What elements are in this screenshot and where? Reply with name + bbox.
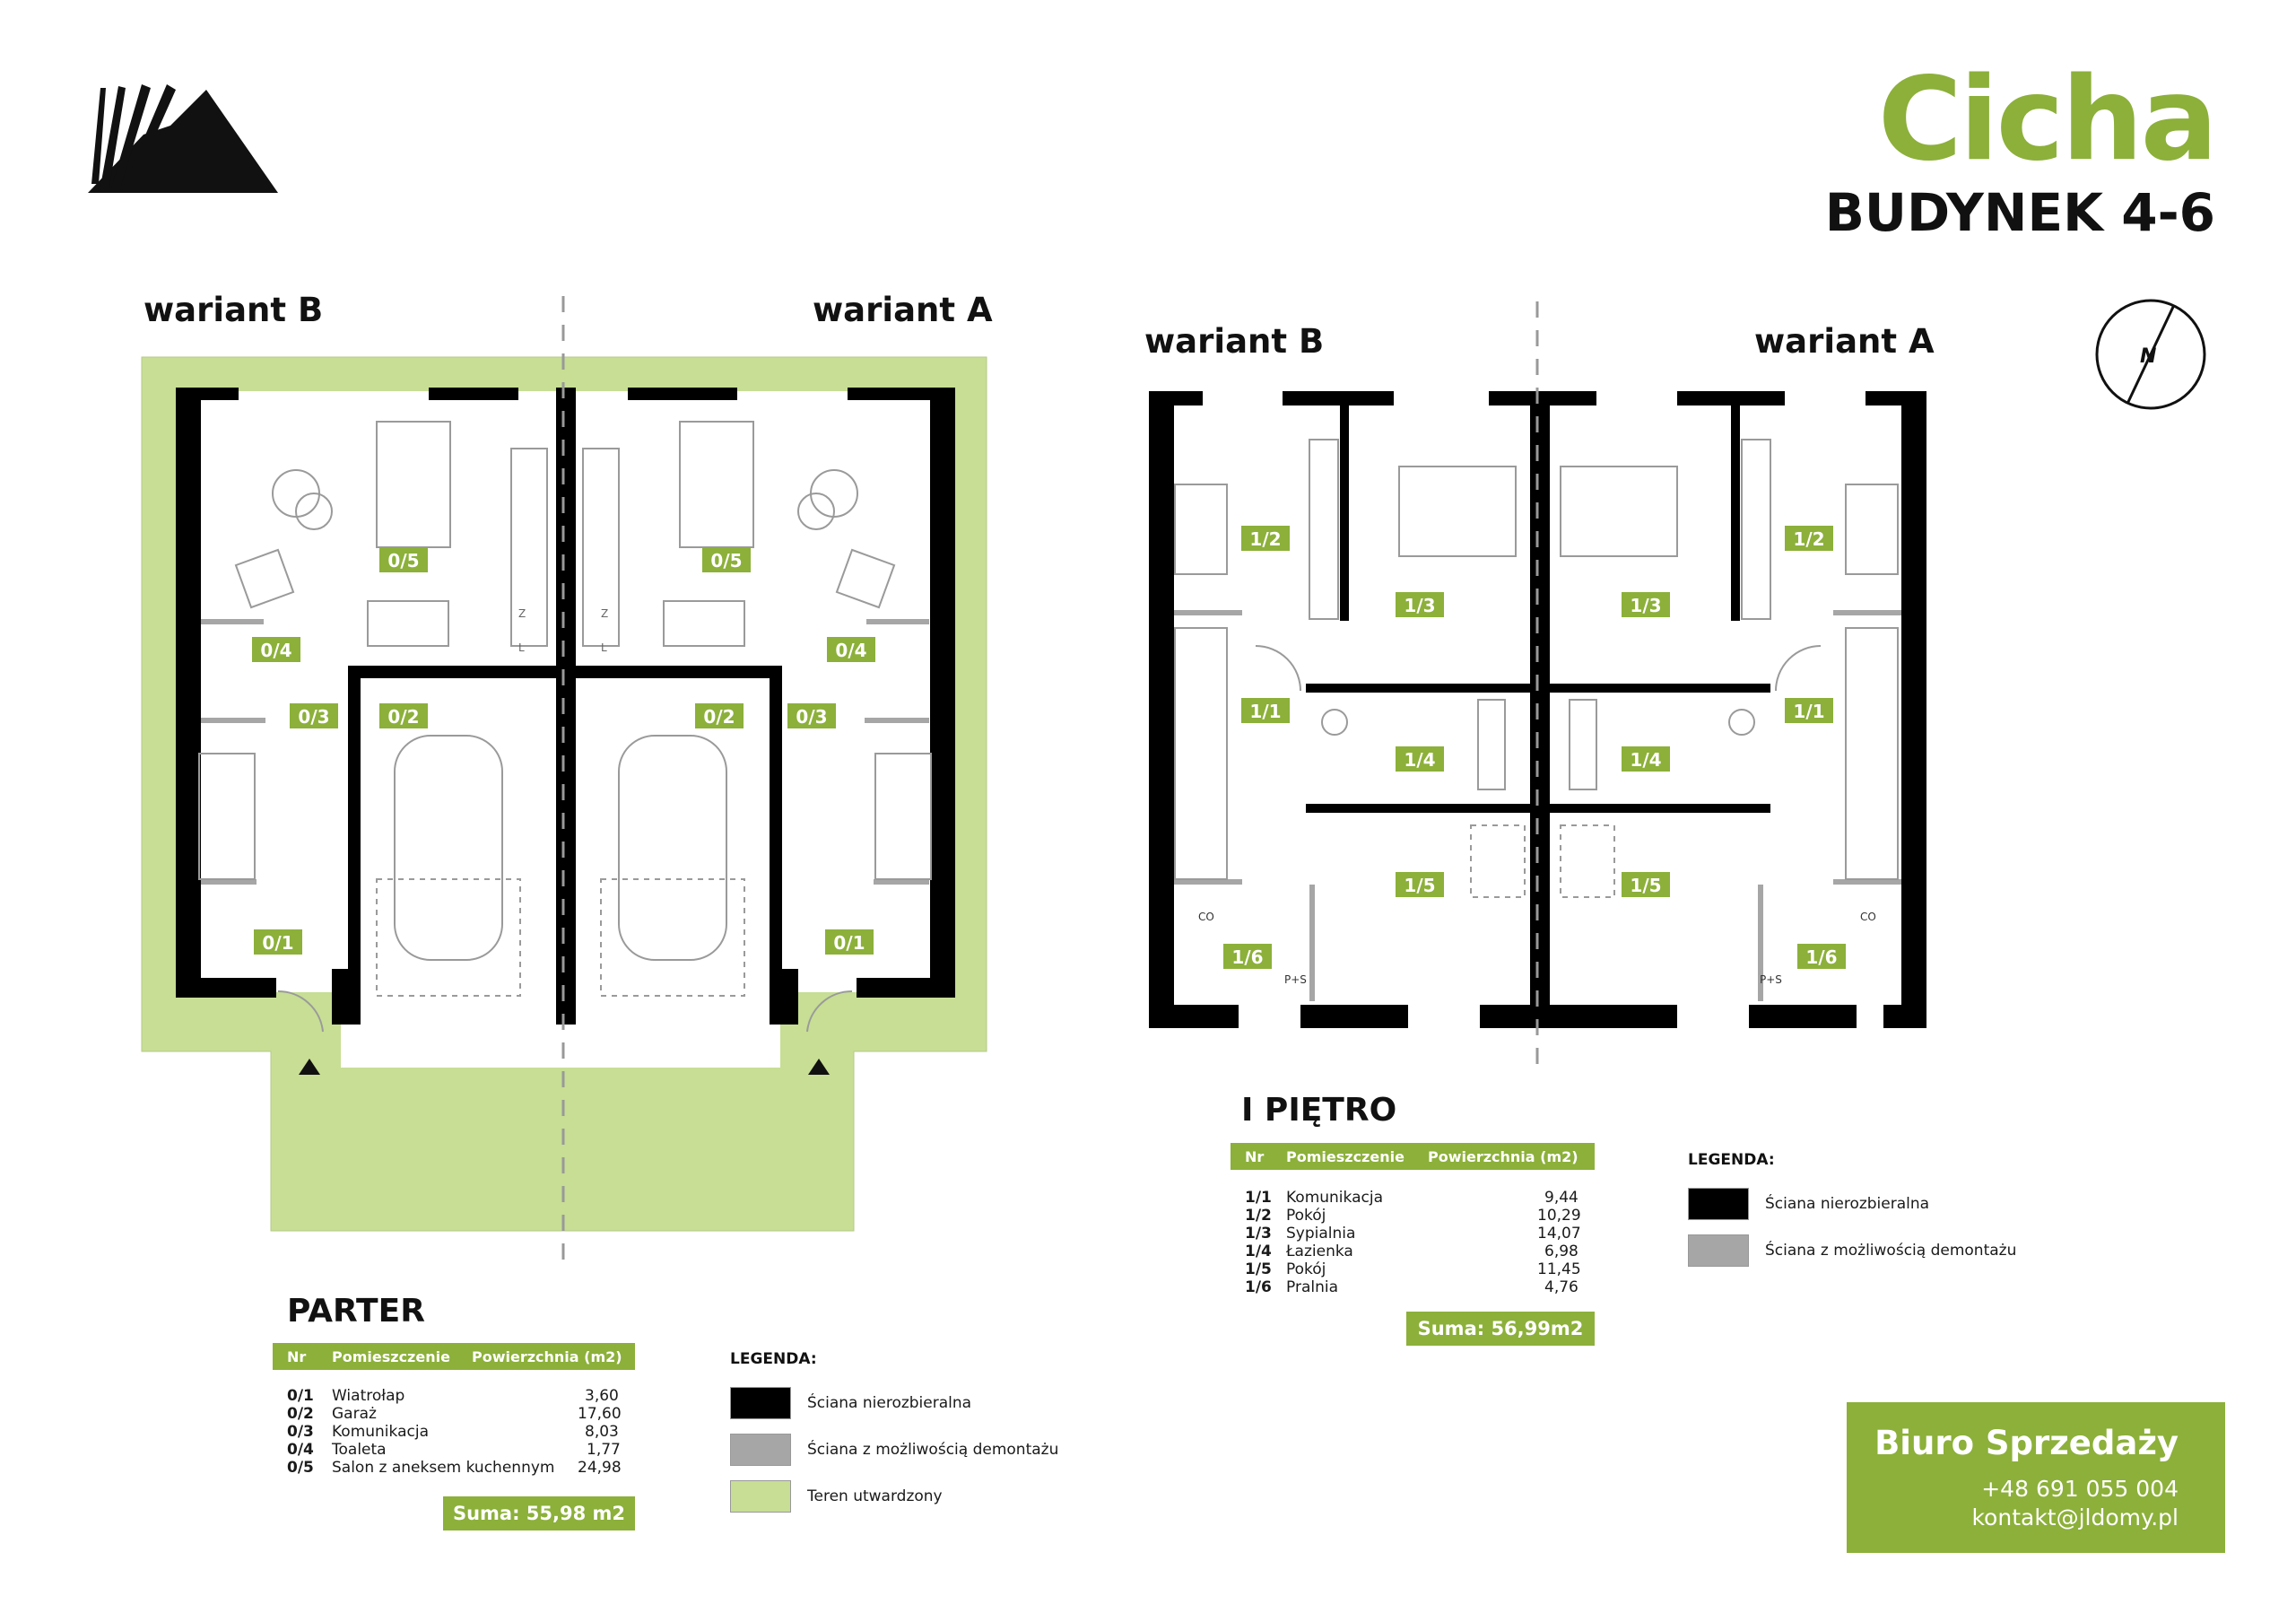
- room-label: 1/4: [1404, 749, 1435, 771]
- col-nr: Nr: [287, 1348, 307, 1365]
- room-label: 1/4: [1630, 749, 1661, 771]
- table-row: 1/4 Łazienka 6,98: [1245, 1243, 1578, 1260]
- room-label: 1/2: [1793, 528, 1824, 550]
- room-label: 1/1: [1793, 701, 1824, 722]
- pietro-floor-title: I PIĘTRO: [1241, 1092, 1397, 1129]
- entrance-arrow-icon: [808, 1059, 830, 1075]
- mountain-logo: [88, 84, 278, 193]
- parter-variant-left: wariant B: [144, 291, 324, 329]
- svg-text:N: N: [2140, 345, 2156, 368]
- table-row: 0/3 Komunikacja 8,03: [287, 1423, 619, 1441]
- table-row: 1/3 Sypialnia 14,07: [1245, 1225, 1581, 1243]
- room-label: 1/6: [1805, 946, 1837, 968]
- room-label: 1/5: [1404, 875, 1435, 896]
- legend-swatch: [730, 1434, 791, 1466]
- room-label: 0/1: [833, 932, 865, 954]
- dishwasher-mark: L: [518, 641, 525, 654]
- building-subtitle: BUDYNEK 4-6: [1824, 182, 2215, 243]
- table-row: 1/6 Pralnia 4,76: [1245, 1278, 1578, 1296]
- table-row: 1/1 Komunikacja 9,44: [1245, 1189, 1578, 1207]
- room-label: 0/3: [796, 706, 827, 728]
- table-row: 1/5 Pokój 11,45: [1245, 1260, 1581, 1278]
- sales-office-title: Biuro Sprzedaży: [1874, 1424, 2179, 1462]
- page-title: Cicha: [1877, 53, 2218, 187]
- parter-variant-right: wariant A: [813, 291, 993, 329]
- legend-item: Ściana z możliwością demontażu: [1688, 1234, 2047, 1269]
- room-label: 1/2: [1249, 528, 1281, 550]
- entrance-arrow-icon: [299, 1059, 320, 1075]
- room-label: 0/5: [387, 550, 419, 571]
- washer-dryer-mark: P+S: [1284, 973, 1307, 986]
- parter-table-header: Nr Pomieszczenie Powierzchnia (m2): [273, 1343, 635, 1370]
- email-link[interactable]: kontakt@jldomy.pl: [1971, 1504, 2179, 1530]
- parter-legend-title: LEGENDA:: [730, 1350, 817, 1368]
- room-label: 1/6: [1231, 946, 1263, 968]
- legend-item: Teren utwardzony: [730, 1480, 1089, 1514]
- pietro-sum-badge: Suma: 56,99m2: [1406, 1312, 1595, 1346]
- parter-plan: 0/5 0/5 0/4 0/4 0/3 0/3 0/2 0/2 0/1 0/1 …: [141, 296, 987, 1265]
- legend-swatch: [1688, 1234, 1749, 1267]
- table-row: 0/4 Toaleta 1,77: [287, 1441, 621, 1459]
- washer-dryer-mark: P+S: [1760, 973, 1782, 986]
- pietro-variant-right: wariant A: [1754, 322, 1935, 361]
- pietro-table-header: Nr Pomieszczenie Powierzchnia (m2): [1231, 1143, 1595, 1170]
- dishwasher-mark: L: [601, 641, 607, 654]
- legend-item: Ściana z możliwością demontażu: [730, 1434, 1089, 1468]
- table-row: 0/2 Garaż 17,60: [287, 1405, 622, 1423]
- pietro-variant-left: wariant B: [1144, 322, 1325, 361]
- boiler-mark: CO: [1198, 911, 1214, 923]
- boiler-mark: CO: [1860, 911, 1876, 923]
- phone-link[interactable]: +48 691 055 004: [1981, 1476, 2179, 1502]
- room-label: 0/4: [260, 640, 291, 661]
- table-row: 0/1 Wiatrołap 3,60: [287, 1387, 619, 1405]
- table-row: 1/2 Pokój 10,29: [1245, 1207, 1581, 1225]
- fridge-mark: Z: [601, 607, 608, 620]
- parter-sum-badge: Suma: 55,98 m2: [443, 1496, 635, 1530]
- col-area: Powierzchnia (m2): [1428, 1148, 1578, 1165]
- col-area: Powierzchnia (m2): [472, 1348, 622, 1365]
- col-name: Pomieszczenie: [1286, 1148, 1405, 1165]
- col-nr: Nr: [1245, 1148, 1265, 1165]
- table-row: 0/5 Salon z aneksem kuchennym 24,98: [287, 1459, 622, 1477]
- room-label: 0/2: [703, 706, 735, 728]
- legend-swatch: [730, 1387, 791, 1419]
- room-label: 0/5: [710, 550, 742, 571]
- room-label: 1/5: [1630, 875, 1661, 896]
- col-name: Pomieszczenie: [332, 1348, 450, 1365]
- sales-office-box: Biuro Sprzedaży +48 691 055 004 kontakt@…: [1847, 1402, 2225, 1553]
- room-label: 0/4: [835, 640, 866, 661]
- pietro-plan: 1/2 1/2 1/3 1/3 1/1 1/1 1/4 1/4 1/5 1/5 …: [1149, 301, 1926, 1077]
- legend-swatch: [1688, 1188, 1749, 1220]
- room-label: 0/1: [262, 932, 293, 954]
- room-label: 1/1: [1249, 701, 1281, 722]
- room-label: 0/3: [298, 706, 329, 728]
- parter-floor-title: PARTER: [287, 1293, 425, 1330]
- legend-swatch: [730, 1480, 791, 1513]
- room-label: 0/2: [387, 706, 419, 728]
- room-label: 1/3: [1630, 595, 1661, 616]
- north-arrow-icon: N: [2095, 299, 2206, 410]
- legend-item: Ściana nierozbieralna: [730, 1387, 1089, 1421]
- pietro-legend-title: LEGENDA:: [1688, 1151, 1775, 1169]
- fridge-mark: Z: [518, 607, 526, 620]
- legend-item: Ściana nierozbieralna: [1688, 1188, 2047, 1222]
- room-label: 1/3: [1404, 595, 1435, 616]
